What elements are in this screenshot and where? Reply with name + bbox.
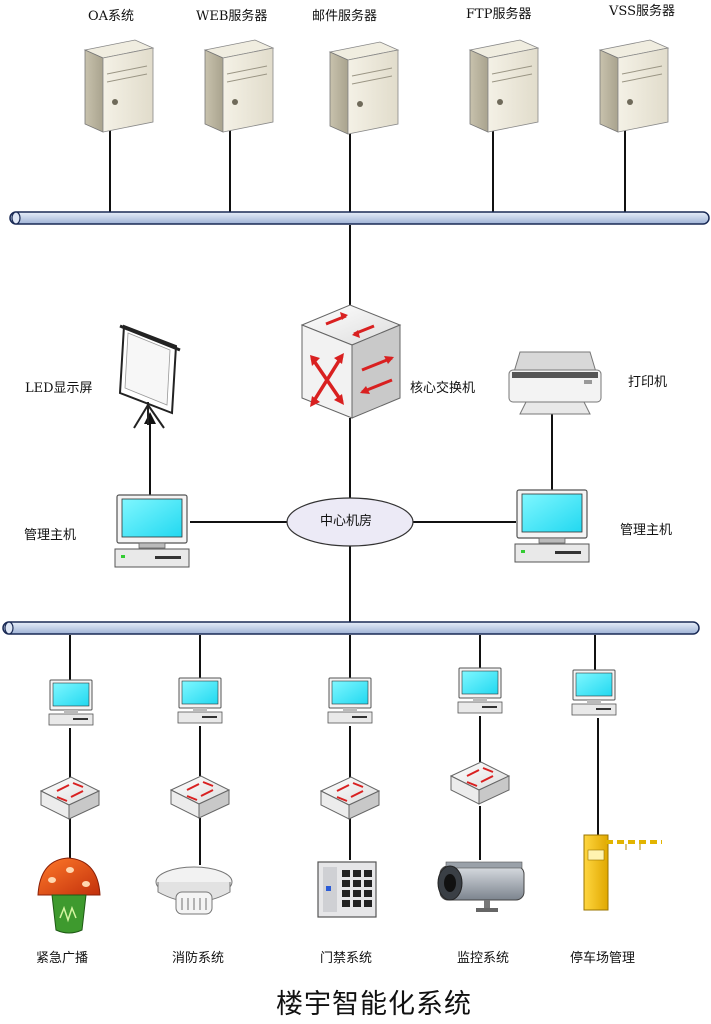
server-mail — [328, 41, 400, 135]
connection-lines — [69, 130, 626, 875]
computer-icon — [177, 677, 223, 724]
subsystem-workstation-3 — [327, 677, 373, 724]
computer-icon — [457, 667, 503, 714]
server-oa — [83, 39, 155, 133]
arrow-up-icon — [144, 412, 156, 495]
server-label-web: WEB服务器 — [196, 9, 268, 24]
subsystem-switch-2 — [169, 775, 231, 819]
broadcast-speaker-icon — [37, 857, 101, 934]
computer-icon — [114, 494, 190, 568]
subsystem-switch-1 — [39, 776, 101, 820]
switch-hub-icon — [319, 776, 381, 820]
diagram-title: 楼宇智能化系统 — [276, 989, 472, 1020]
management-host-right — [514, 489, 590, 563]
server-label-ftp: FTP服务器 — [466, 7, 532, 22]
led-display-screen — [118, 324, 181, 429]
smoke-detector-icon — [155, 866, 233, 915]
fire-system-device — [155, 866, 233, 915]
server-vss — [598, 39, 670, 133]
printer-icon — [508, 351, 602, 415]
core-switch — [300, 304, 402, 419]
computer-icon — [327, 677, 373, 724]
subsystem-workstation-2 — [177, 677, 223, 724]
computer-icon — [571, 669, 617, 716]
subsystem-label-fire: 消防系统 — [172, 951, 225, 966]
led-screen-label: LED显示屏 — [25, 381, 93, 396]
server-icon — [328, 41, 400, 135]
server-icon — [468, 39, 540, 133]
server-icon — [598, 39, 670, 133]
subsystem-label-access: 门禁系统 — [320, 951, 373, 966]
emergency-broadcast-device — [37, 857, 101, 934]
server-ftp — [468, 39, 540, 133]
subsystem-switch-4 — [449, 761, 511, 805]
access-keypad-icon — [317, 861, 377, 918]
management-host-right-label: 管理主机 — [620, 523, 673, 538]
printer — [508, 351, 602, 415]
bottom-network-bus — [2, 621, 700, 635]
server-label-mail: 邮件服务器 — [312, 9, 378, 24]
printer-label: 打印机 — [628, 375, 668, 390]
computer-icon — [514, 489, 590, 563]
parking-management-device — [583, 834, 662, 911]
subsystem-workstation-5 — [571, 669, 617, 716]
switch-hub-icon — [449, 761, 511, 805]
switch-hub-icon — [169, 775, 231, 819]
server-web — [203, 39, 275, 133]
subsystem-workstation-1 — [48, 679, 94, 726]
subsystem-workstation-4 — [457, 667, 503, 714]
computer-icon — [48, 679, 94, 726]
management-host-left-label: 管理主机 — [24, 528, 77, 543]
subsystem-label-broadcast: 紧急广播 — [36, 951, 89, 966]
core-switch-icon — [300, 304, 402, 419]
server-icon — [83, 39, 155, 133]
switch-hub-icon — [39, 776, 101, 820]
server-label-vss: VSS服务器 — [609, 4, 675, 19]
center-room-label: 中心机房 — [320, 514, 373, 529]
subsystem-label-parking: 停车场管理 — [570, 951, 636, 966]
parking-barrier-icon — [583, 834, 662, 911]
management-host-left — [114, 494, 190, 568]
projection-screen-icon — [118, 324, 181, 429]
server-label-oa: OA系统 — [88, 9, 135, 24]
security-camera-icon — [437, 861, 525, 912]
server-icon — [203, 39, 275, 133]
subsystem-switch-3 — [319, 776, 381, 820]
core-switch-label: 核心交换机 — [410, 381, 476, 396]
surveillance-device — [437, 861, 525, 912]
subsystem-label-surveillance: 监控系统 — [457, 951, 510, 966]
access-control-device — [317, 861, 377, 918]
center-room-ellipse — [286, 497, 414, 547]
top-network-bus — [9, 211, 710, 225]
